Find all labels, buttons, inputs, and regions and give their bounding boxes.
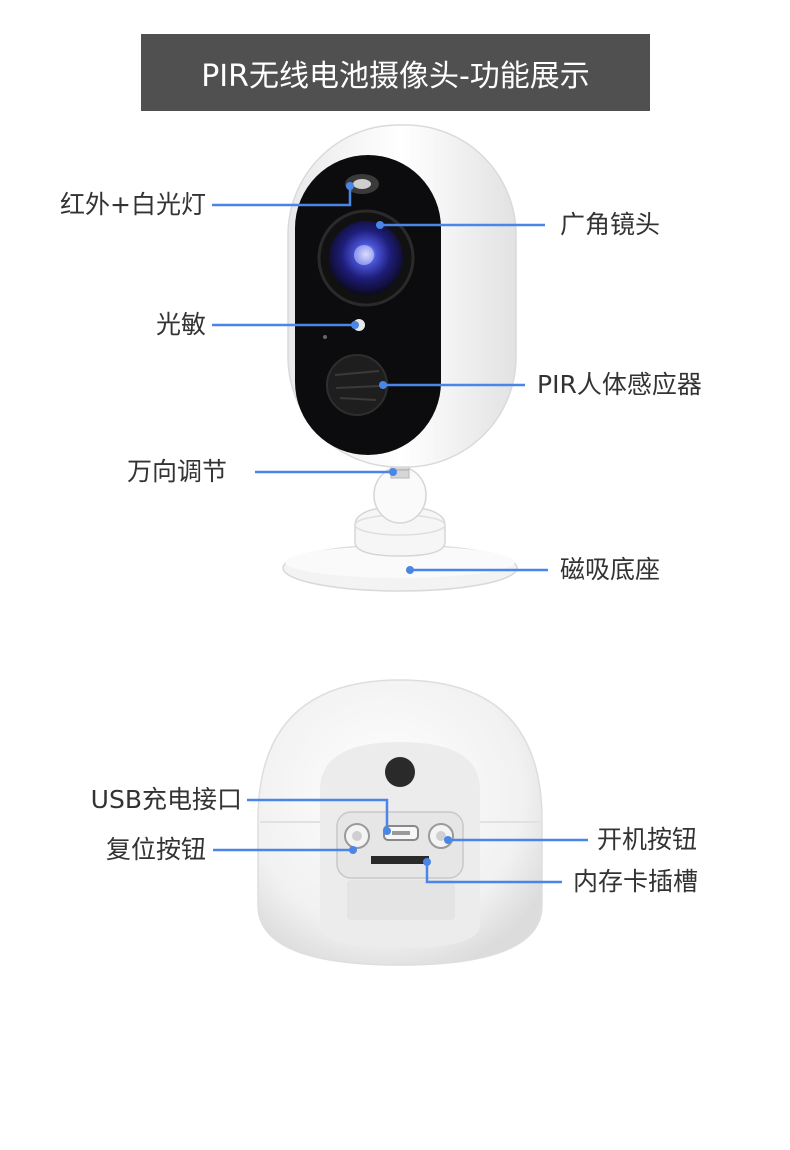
pir-window [326,354,388,416]
label-swivel: 万向调节 [126,457,227,486]
label-wide-lens: 广角镜头 [560,210,661,239]
callout-dots [346,182,452,866]
sd-slot [371,856,429,864]
label-light-sensor: 光敏 [155,310,206,339]
page-title: PIR无线电池摄像头-功能展示 [141,34,650,111]
label-power-button: 开机按钮 [597,825,698,854]
label-usb-port: USB充电接口 [90,785,242,814]
camera-front [282,124,518,592]
label-reset-button: 复位按钮 [105,835,206,864]
label-ir-light: 红外+白光灯 [60,190,206,219]
mount-hole [385,757,415,787]
camera-back [257,679,543,966]
label-magnetic-base: 磁吸底座 [560,555,661,584]
label-sd-slot: 内存卡插槽 [573,867,699,896]
label-pir-sensor: PIR人体感应器 [537,370,702,399]
callout-lines [212,186,588,884]
